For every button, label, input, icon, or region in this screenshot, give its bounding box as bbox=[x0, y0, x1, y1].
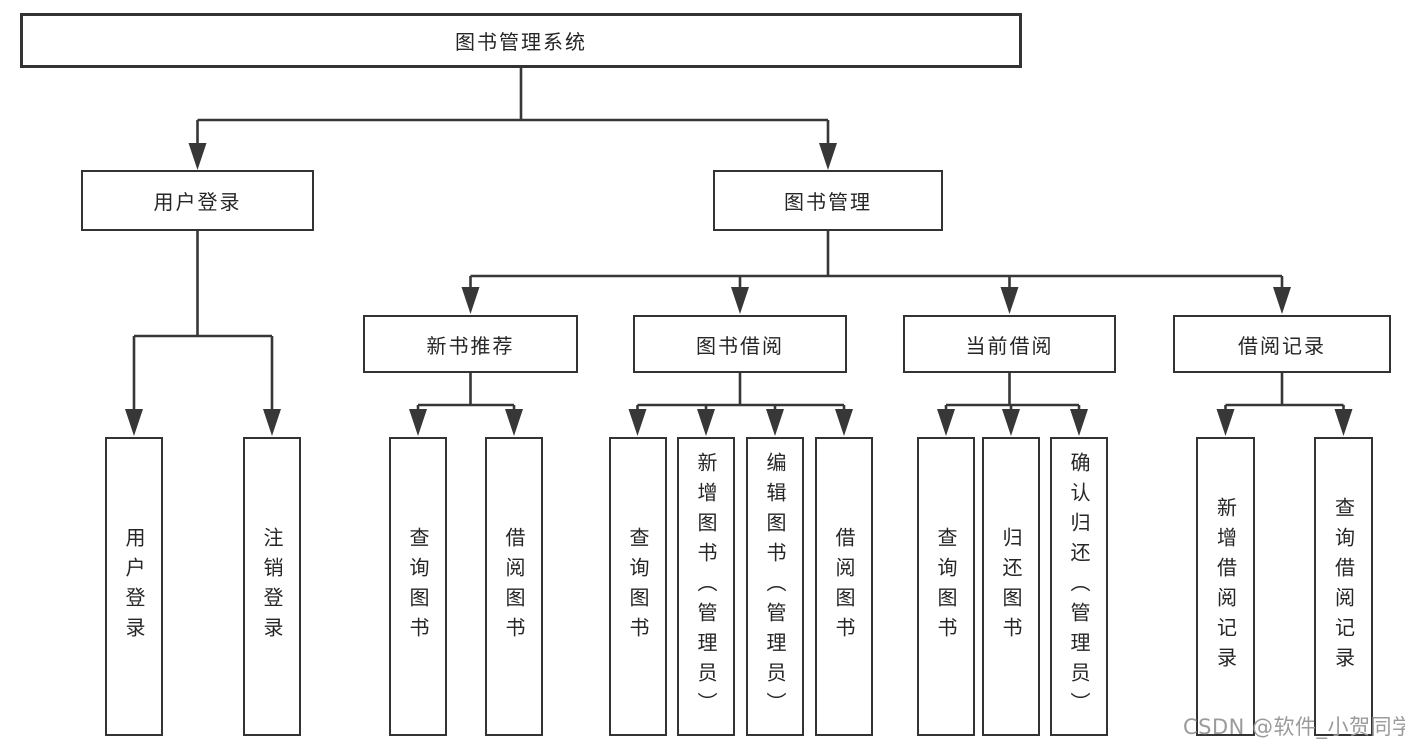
leaf-return-book: 归还图书 bbox=[982, 437, 1040, 736]
leaf-confirm-return-admin: 确认归还（管理员） bbox=[1050, 437, 1108, 736]
node-book-management: 图书管理 bbox=[713, 170, 943, 231]
node-book-borrow-label: 图书借阅 bbox=[696, 333, 784, 358]
leaf-borrow-books-recommend: 借阅图书 bbox=[485, 437, 543, 736]
node-book-management-label: 图书管理 bbox=[784, 190, 872, 214]
leaf-logout-label: 注销登录 bbox=[260, 526, 284, 647]
leaf-return-book-label: 归还图书 bbox=[999, 526, 1023, 647]
leaf-add-book-admin: 新增图书（管理员） bbox=[677, 437, 735, 736]
node-current-borrow-label: 当前借阅 bbox=[965, 333, 1054, 358]
leaf-user-login-label: 用户登录 bbox=[122, 526, 146, 647]
node-user-login-label: 用户登录 bbox=[153, 190, 242, 214]
leaf-query-books-current: 查询图书 bbox=[917, 437, 975, 736]
leaf-query-books-current-label: 查询图书 bbox=[934, 526, 958, 647]
node-root: 图书管理系统 bbox=[20, 13, 1022, 68]
leaf-borrow-books-recommend-label: 借阅图书 bbox=[502, 526, 526, 647]
leaf-query-books-recommend: 查询图书 bbox=[389, 437, 447, 736]
leaf-confirm-return-admin-label: 确认归还（管理员） bbox=[1067, 451, 1091, 722]
watermark-text: CSDN @软件_小贺同学 bbox=[1183, 715, 1405, 739]
leaf-query-books-borrow-label: 查询图书 bbox=[626, 526, 650, 647]
leaf-edit-book-admin: 编辑图书（管理员） bbox=[746, 437, 804, 736]
node-book-borrow: 图书借阅 bbox=[633, 315, 847, 373]
leaf-borrow-books-borrow: 借阅图书 bbox=[815, 437, 873, 736]
node-user-login: 用户登录 bbox=[81, 170, 314, 231]
node-root-label: 图书管理系统 bbox=[455, 30, 587, 54]
node-new-book-recommend-label: 新书推荐 bbox=[426, 333, 515, 358]
node-current-borrow: 当前借阅 bbox=[903, 315, 1116, 373]
node-new-book-recommend: 新书推荐 bbox=[363, 315, 578, 373]
leaf-borrow-books-borrow-label: 借阅图书 bbox=[832, 526, 856, 647]
leaf-logout: 注销登录 bbox=[243, 437, 301, 736]
leaf-edit-book-admin-label: 编辑图书（管理员） bbox=[763, 451, 787, 722]
leaf-add-borrow-record: 新增借阅记录 bbox=[1196, 437, 1255, 736]
leaf-query-books-borrow: 查询图书 bbox=[609, 437, 667, 736]
leaf-query-borrow-record-label: 查询借阅记录 bbox=[1331, 496, 1356, 677]
leaf-query-books-recommend-label: 查询图书 bbox=[406, 526, 430, 647]
node-borrow-record: 借阅记录 bbox=[1173, 315, 1391, 373]
leaf-add-book-admin-label: 新增图书（管理员） bbox=[694, 451, 718, 722]
leaf-query-borrow-record: 查询借阅记录 bbox=[1314, 437, 1373, 736]
leaf-add-borrow-record-label: 新增借阅记录 bbox=[1213, 496, 1238, 677]
node-borrow-record-label: 借阅记录 bbox=[1238, 333, 1326, 358]
leaf-user-login: 用户登录 bbox=[105, 437, 163, 736]
